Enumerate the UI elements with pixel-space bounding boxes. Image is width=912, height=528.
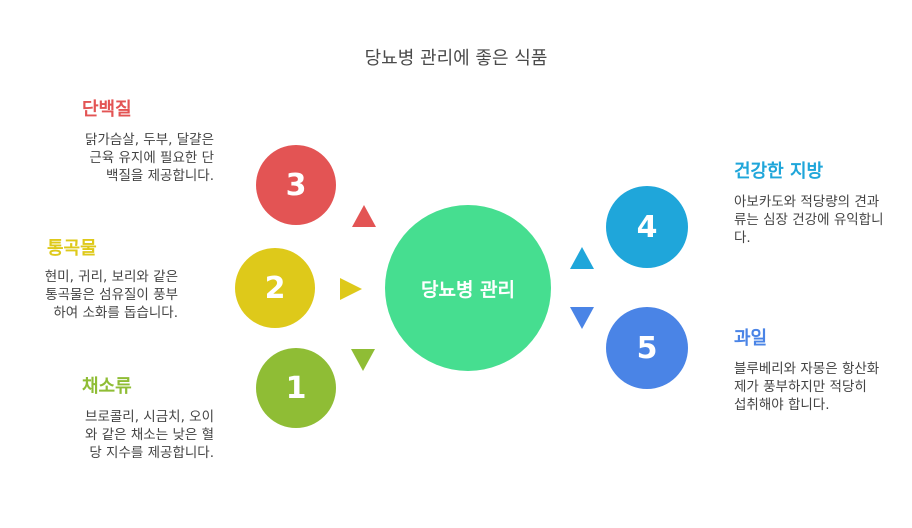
circle-4: 4 [606,186,688,268]
desc-fats: 아보카도와 적당량의 견과류는 심장 건강에 유익합니다. [734,194,884,246]
arrow-down-fruits [570,307,594,329]
circle-1: 1 [256,348,336,428]
circle-number: 5 [636,330,658,366]
heading-grains: 통곡물 [47,238,97,259]
circle-5: 5 [606,307,688,389]
heading-fruits: 과일 [734,328,768,349]
circle-3: 3 [256,145,336,225]
center-circle: 당뇨병 관리 [385,205,551,371]
circle-2: 2 [235,248,315,328]
heading-protein: 단백질 [82,99,132,120]
desc-grains: 현미, 귀리, 보리와 같은 통곡물은 섬유질이 풍부하여 소화를 돕습니다. [44,269,178,321]
circle-number: 2 [264,270,286,306]
arrow-right-grains [340,278,362,300]
center-label: 당뇨병 관리 [420,278,515,301]
circle-number: 4 [636,209,658,245]
diagram-title: 당뇨병 관리에 좋은 식품 [364,48,548,69]
desc-vegetables: 브로콜리, 시금치, 오이와 같은 채소는 낮은 혈당 지수를 제공합니다. [85,409,214,461]
heading-vegetables: 채소류 [82,376,132,397]
circle-number: 1 [285,370,307,406]
arrow-up-protein [352,205,376,227]
circle-number: 3 [285,167,307,203]
desc-fruits: 블루베리와 자몽은 항산화제가 풍부하지만 적당히 섭취해야 합니다. [734,361,880,413]
heading-fats: 건강한 지방 [734,161,824,182]
arrow-up-fats [570,247,594,269]
arrow-down-vegetables [351,349,375,371]
desc-protein: 닭가슴살, 두부, 달걀은 근육 유지에 필요한 단백질을 제공합니다. [85,132,214,184]
